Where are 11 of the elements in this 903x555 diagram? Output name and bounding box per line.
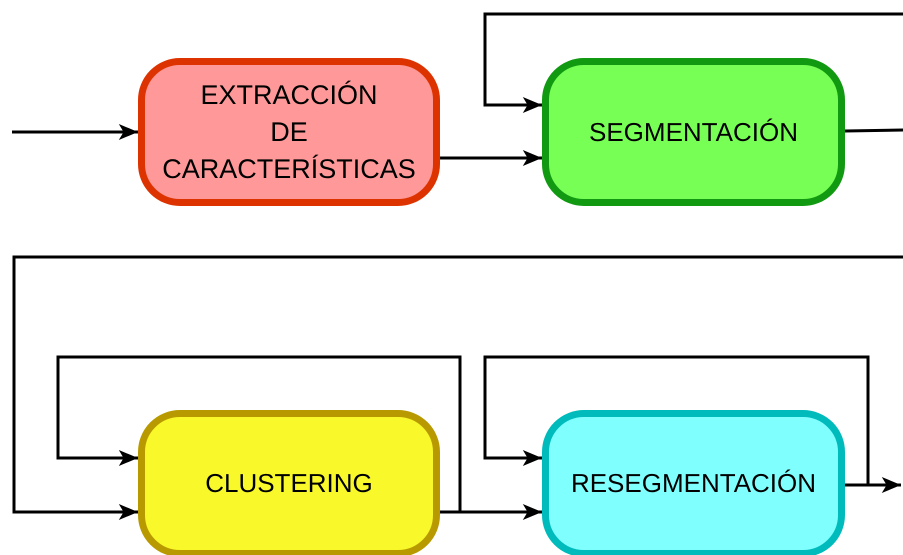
process-box: EXTRACCIÓN DE CARACTERÍSTICAS <box>138 58 440 206</box>
arrow <box>12 256 903 520</box>
arrow <box>440 150 542 166</box>
arrow <box>484 356 870 486</box>
arrow <box>56 356 462 514</box>
arrow <box>12 124 138 140</box>
arrow <box>484 12 903 113</box>
process-box: RESEGMENTACIÓN <box>542 410 845 555</box>
process-box: SEGMENTACIÓN <box>542 58 845 206</box>
process-box: CLUSTERING <box>138 410 440 555</box>
connector-line <box>844 128 903 132</box>
